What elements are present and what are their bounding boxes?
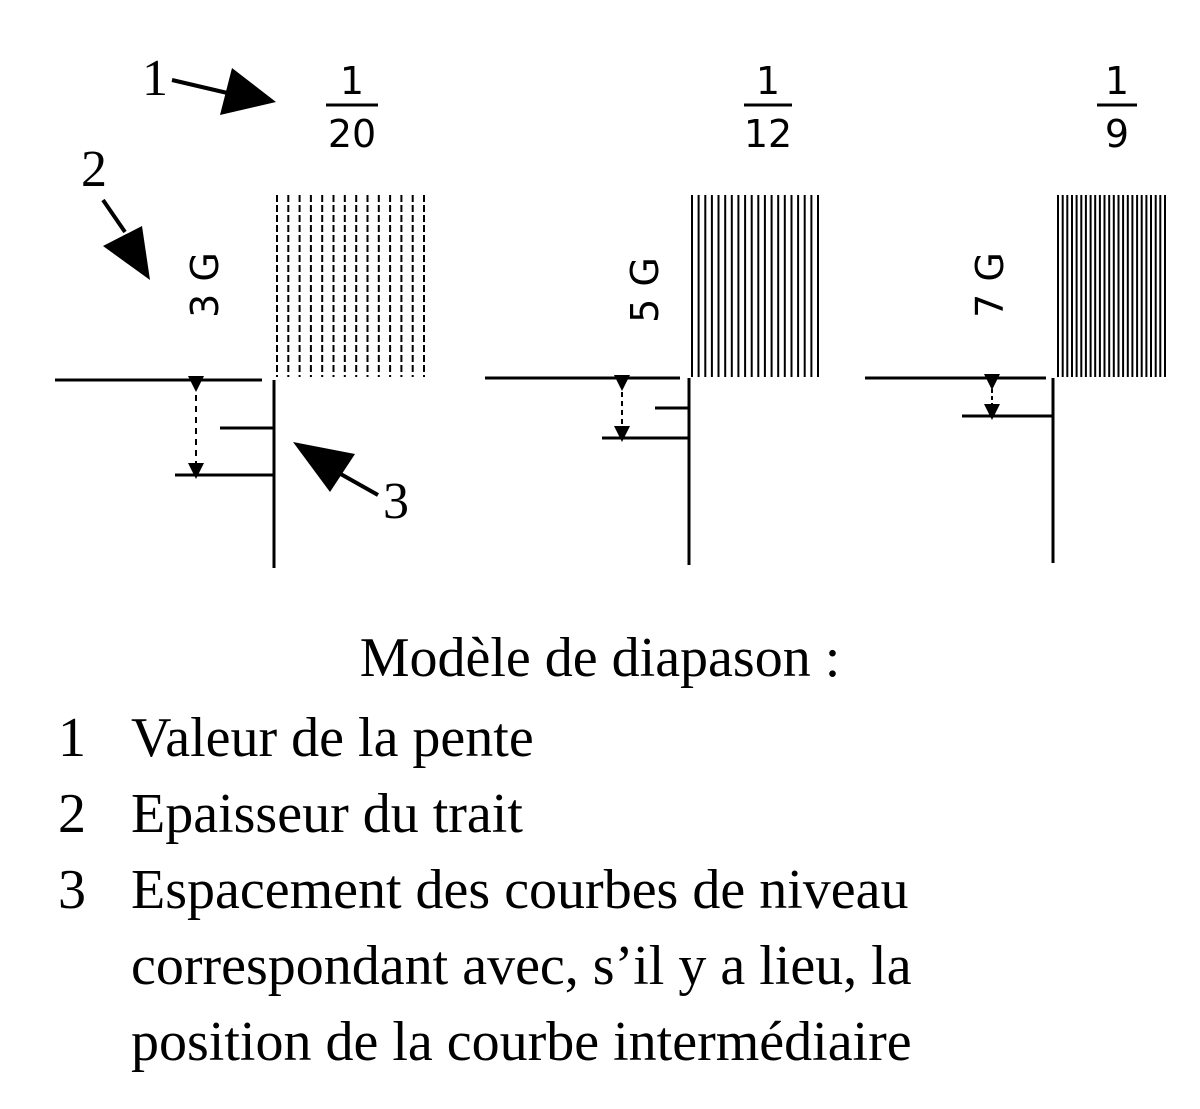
gauge-1-slope-denominator: 20 bbox=[328, 112, 376, 156]
legend-item-text: Espacement des courbes de niveau corresp… bbox=[131, 859, 912, 1073]
gauge-2-line-label: 5 G bbox=[623, 257, 667, 323]
callout-2-arrow-shaft bbox=[101, 198, 127, 234]
callout-2-number: 2 bbox=[81, 141, 107, 198]
gauge-2-slope-denominator: 12 bbox=[744, 112, 792, 156]
callout-1-arrow-shaft bbox=[171, 78, 237, 97]
gauge-3-hatch bbox=[1057, 195, 1166, 377]
legend-list: 1 Valeur de la pente 2 Epaisseur du trai… bbox=[58, 700, 1158, 1080]
callout-2-arrow-head bbox=[103, 226, 150, 280]
gauge-1-line-label: 3 G bbox=[183, 252, 227, 318]
callout-3-number: 3 bbox=[383, 473, 409, 530]
gauge-1-slope-numerator: 1 bbox=[340, 59, 364, 103]
callout-2: 2 bbox=[81, 141, 150, 280]
callout-1-arrow-head bbox=[220, 68, 276, 115]
legend-item-number: 1 bbox=[58, 707, 86, 769]
callout-1: 1 bbox=[142, 50, 276, 115]
figure-caption: Modèle de diapason : bbox=[359, 627, 841, 689]
legend-item-number: 2 bbox=[58, 783, 86, 845]
gauge-3: 1 9 7 G bbox=[865, 59, 1166, 563]
legend-item-number: 3 bbox=[58, 859, 86, 921]
callout-3-arrow-head bbox=[293, 442, 355, 492]
legend-item-text: Epaisseur du trait bbox=[131, 783, 523, 845]
gauge-3-slope-numerator: 1 bbox=[1105, 59, 1129, 103]
legend-item: 1 Valeur de la pente bbox=[58, 700, 1158, 776]
contour-gauge-diagram: 1 20 3 G 1 12 5 G 1 9 7 G bbox=[55, 50, 1166, 568]
gauge-3-slope-denominator: 9 bbox=[1105, 112, 1129, 156]
gauge-1: 1 20 3 G bbox=[55, 59, 425, 568]
legend-item: 3 Espacement des courbes de niveau corre… bbox=[58, 852, 1158, 1080]
gauge-2-hatch bbox=[691, 195, 819, 377]
legend-item-text: Valeur de la pente bbox=[131, 707, 534, 769]
gauge-3-line-label: 7 G bbox=[968, 252, 1012, 318]
gauge-2-slope-numerator: 1 bbox=[756, 59, 780, 103]
gauge-1-hatch bbox=[276, 195, 425, 377]
callout-1-number: 1 bbox=[142, 50, 168, 107]
legend-item: 2 Epaisseur du trait bbox=[58, 776, 1158, 852]
gauge-2: 1 12 5 G bbox=[485, 59, 819, 565]
callout-3: 3 bbox=[293, 442, 409, 530]
